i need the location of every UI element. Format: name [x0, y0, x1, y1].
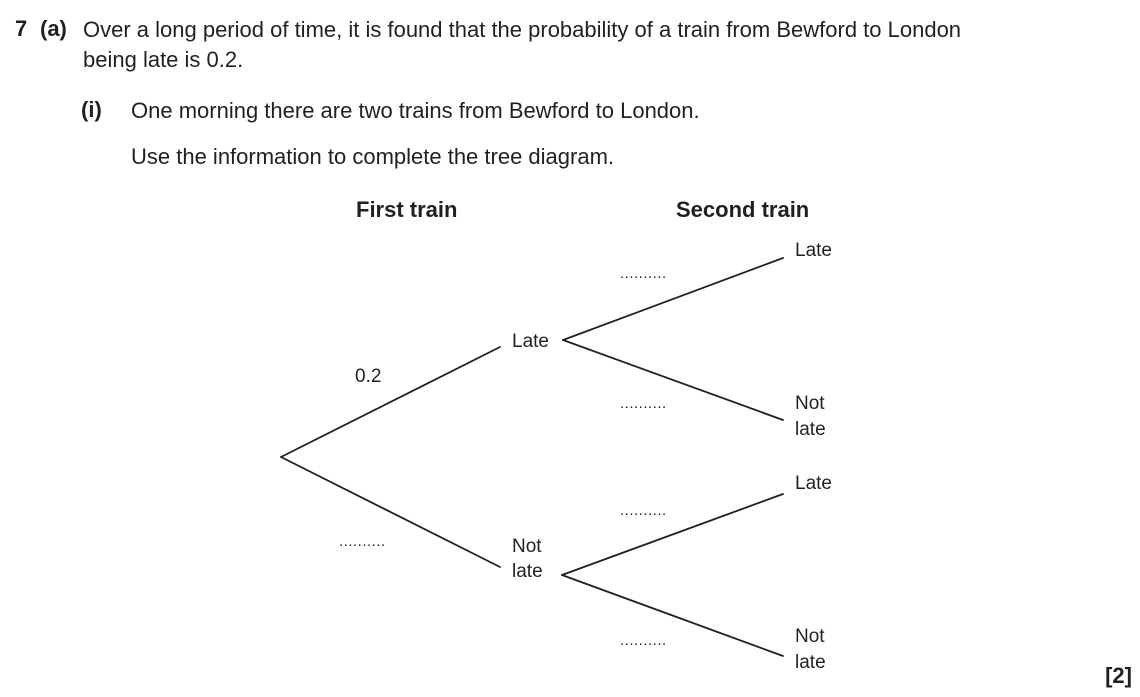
column-header-first-train: First train — [356, 197, 458, 222]
question-stem-line-1: Over a long period of time, it is found … — [83, 17, 962, 42]
question-part-label: (a) — [40, 16, 67, 41]
question-stem-line-2: being late is 0.2. — [83, 47, 244, 72]
outcome-late-late: Late — [795, 240, 832, 261]
probability-first-late: 0.2 — [355, 366, 382, 387]
subpart-text-line-1: One morning there are two trains from Be… — [131, 98, 700, 123]
marks-indicator: [2] — [1105, 663, 1132, 688]
answer-blank-first-not-late[interactable]: .......... — [339, 533, 386, 550]
branch-first-not-late — [280, 456, 501, 568]
branch-first-late — [280, 346, 501, 458]
answer-blank-notlate-late[interactable]: .......... — [620, 502, 667, 519]
subpart-label: (i) — [81, 97, 102, 122]
branch-notlate-not-late — [561, 574, 784, 657]
question-number: 7 — [15, 16, 28, 41]
branch-late-late — [562, 257, 784, 341]
answer-blank-late-not-late[interactable]: .......... — [620, 395, 667, 412]
subpart-text-line-2: Use the information to complete the tree… — [131, 144, 615, 169]
outcome-late-not-late-line-2: late — [795, 419, 826, 440]
branch-late-not-late — [562, 339, 784, 421]
outcome-notlate-not-late-line-2: late — [795, 652, 826, 673]
branch-notlate-late — [561, 493, 784, 576]
outcome-late-not-late-line-1: Not — [795, 393, 825, 414]
outcome-notlate-not-late-line-1: Not — [795, 626, 825, 647]
outcome-first-not-late-line-2: late — [512, 561, 543, 582]
outcome-first-not-late-line-1: Not — [512, 536, 542, 557]
column-header-second-train: Second train — [676, 197, 810, 222]
answer-blank-late-late[interactable]: .......... — [620, 265, 667, 282]
outcome-notlate-late: Late — [795, 473, 832, 494]
outcome-first-late: Late — [512, 331, 549, 352]
answer-blank-notlate-not-late[interactable]: .......... — [620, 632, 667, 649]
